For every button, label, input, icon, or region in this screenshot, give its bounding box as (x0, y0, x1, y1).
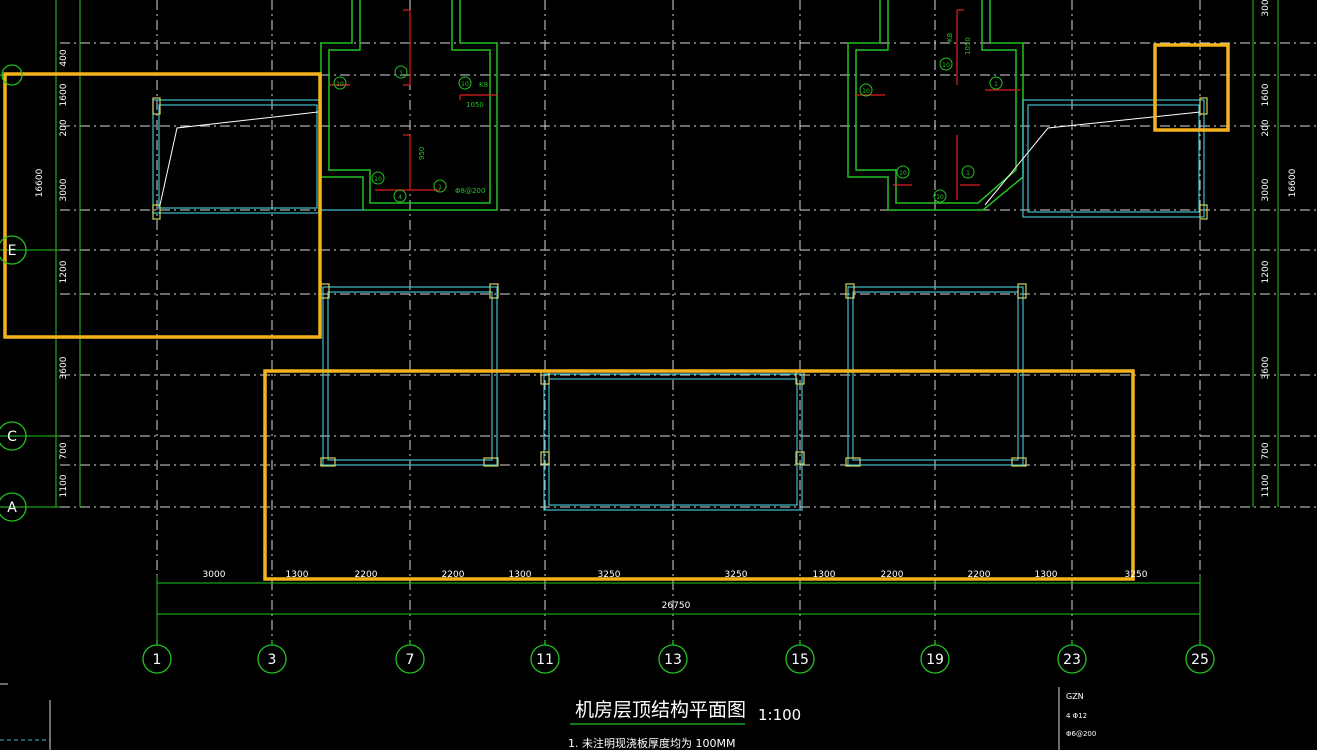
axis-label-25: 25 (1191, 652, 1209, 668)
axis-label-e: E (8, 243, 17, 259)
column-table: GZN 4 Φ12 Φ6@200 (1058, 687, 1096, 750)
highlight-box-right (1153, 43, 1230, 132)
axis-label-15: 15 (791, 652, 809, 668)
bottom-dim-2: 2200 (355, 570, 378, 580)
left-dimensions: 400 1600 200 3000 16600 1200 3600 700 11… (35, 49, 69, 497)
columns (152, 97, 1208, 467)
right-dim-1600: 1600 (1261, 83, 1271, 106)
axis-label-7: 7 (406, 652, 415, 668)
axis-labels-bottom: 1 3 7 11 13 15 19 23 25 (153, 652, 1209, 668)
right-dim-16600: 16600 (1288, 168, 1298, 197)
bottom-dim-5: 3250 (598, 570, 621, 580)
left-dim-700: 700 (59, 442, 69, 459)
left-dim-1100: 1100 (59, 474, 69, 497)
bottom-dim-10: 1300 (1035, 570, 1058, 580)
right-dim-700: 700 (1261, 442, 1271, 459)
beams (152, 99, 1205, 511)
mark-8: 1 (994, 81, 998, 88)
rebar-label-950: 950 (418, 147, 426, 160)
title-block: 机房层顶结构平面图 1:100 1. 未注明现浇板厚度均为 100MM (568, 699, 801, 750)
mark-2: 10 (461, 81, 469, 88)
left-dim-16600: 16600 (35, 168, 45, 197)
mark-7: 10 (942, 62, 950, 69)
right-dimensions: 300 1600 200 3000 16600 1200 3600 700 11… (1261, 0, 1298, 497)
rebar-label-1050-right: 1050 (964, 37, 972, 55)
shaft-outline-right (847, 0, 1024, 211)
bottom-dim-11: 3250 (1125, 570, 1148, 580)
rebar-lines (330, 9, 1020, 200)
mark-11: 10 (936, 194, 944, 201)
mark-1: 1 (399, 70, 403, 77)
dimension-lines (0, 0, 1279, 640)
rebar-label-k8-a: K8 (479, 81, 488, 89)
mark-4: 10 (374, 176, 382, 183)
bottom-dim-4: 1300 (509, 570, 532, 580)
mark-9: 10 (899, 170, 907, 177)
right-dim-3000: 3000 (1261, 178, 1271, 201)
bottom-dim-8: 2200 (881, 570, 904, 580)
drawing-title: 机房层顶结构平面图 (575, 699, 746, 721)
drawing-scale: 1:100 (758, 706, 801, 724)
rebar-labels: 1050 950 1050 Φ8@200 K8 K8 (418, 33, 972, 195)
bottom-dimensions: 3000 1300 2200 2200 1300 3250 3250 1300 … (203, 570, 1148, 611)
bottom-dim-1: 1300 (286, 570, 309, 580)
right-dim-3600: 3600 (1261, 356, 1271, 379)
bottom-dim-6: 3250 (725, 570, 748, 580)
axis-label-11: 11 (536, 652, 554, 668)
left-dim-1600: 1600 (59, 83, 69, 106)
left-dim-200: 200 (59, 119, 69, 136)
frame-fragment (0, 683, 51, 750)
right-dim-300: 300 (1261, 0, 1271, 17)
total-dim: 26750 (662, 601, 691, 611)
left-dim-3600: 3600 (59, 356, 69, 379)
right-dim-200: 200 (1261, 119, 1271, 136)
bottom-dim-9: 2200 (968, 570, 991, 580)
reinforcement-circle-marks (333, 57, 1003, 203)
left-dim-400: 400 (59, 49, 69, 66)
highlight-box-bottom (263, 369, 1135, 581)
slope-lines (159, 111, 1201, 206)
bottom-dim-3: 2200 (442, 570, 465, 580)
column-table-line2: Φ6@200 (1066, 730, 1096, 738)
left-dim-1200: 1200 (59, 260, 69, 283)
axis-label-1: 1 (153, 652, 162, 668)
mark-0: 10 (336, 81, 344, 88)
axis-label-13: 13 (664, 652, 682, 668)
left-dim-3000: 3000 (59, 178, 69, 201)
mark-3: 1 (438, 184, 442, 191)
axis-label-23: 23 (1063, 652, 1081, 668)
right-dim-1100: 1100 (1261, 474, 1271, 497)
mark-10: 1 (966, 170, 970, 177)
reinforcement-circle-labels: 10 1 10 1 10 4 10 10 1 10 1 10 (336, 62, 998, 201)
axis-label-19: 19 (926, 652, 944, 668)
highlight-box-left (3, 72, 322, 339)
axis-labels-left: E C A (7, 243, 17, 516)
axis-label-3: 3 (268, 652, 277, 668)
axis-bubbles-bottom (142, 640, 1215, 674)
column-table-name: GZN (1066, 692, 1084, 701)
shaft-outline-left (320, 0, 498, 211)
axis-bubbles-left (0, 64, 27, 522)
axis-label-c: C (7, 429, 17, 445)
rebar-label-k8-b: K8 (946, 33, 954, 42)
mark-6: 10 (862, 88, 870, 95)
drawing-note: 1. 未注明现浇板厚度均为 100MM (568, 736, 735, 750)
column-table-line1: 4 Φ12 (1066, 712, 1087, 720)
grid-lines (60, 0, 1317, 640)
rebar-label-spacing: Φ8@200 (455, 187, 485, 195)
bottom-dim-7: 1300 (813, 570, 836, 580)
axis-label-a: A (7, 500, 17, 516)
highlight-boxes (3, 43, 1230, 581)
right-dim-1200: 1200 (1261, 260, 1271, 283)
mark-5: 4 (398, 194, 402, 201)
bottom-dim-0: 3000 (203, 570, 226, 580)
rebar-label-1050-left: 1050 (466, 101, 484, 109)
